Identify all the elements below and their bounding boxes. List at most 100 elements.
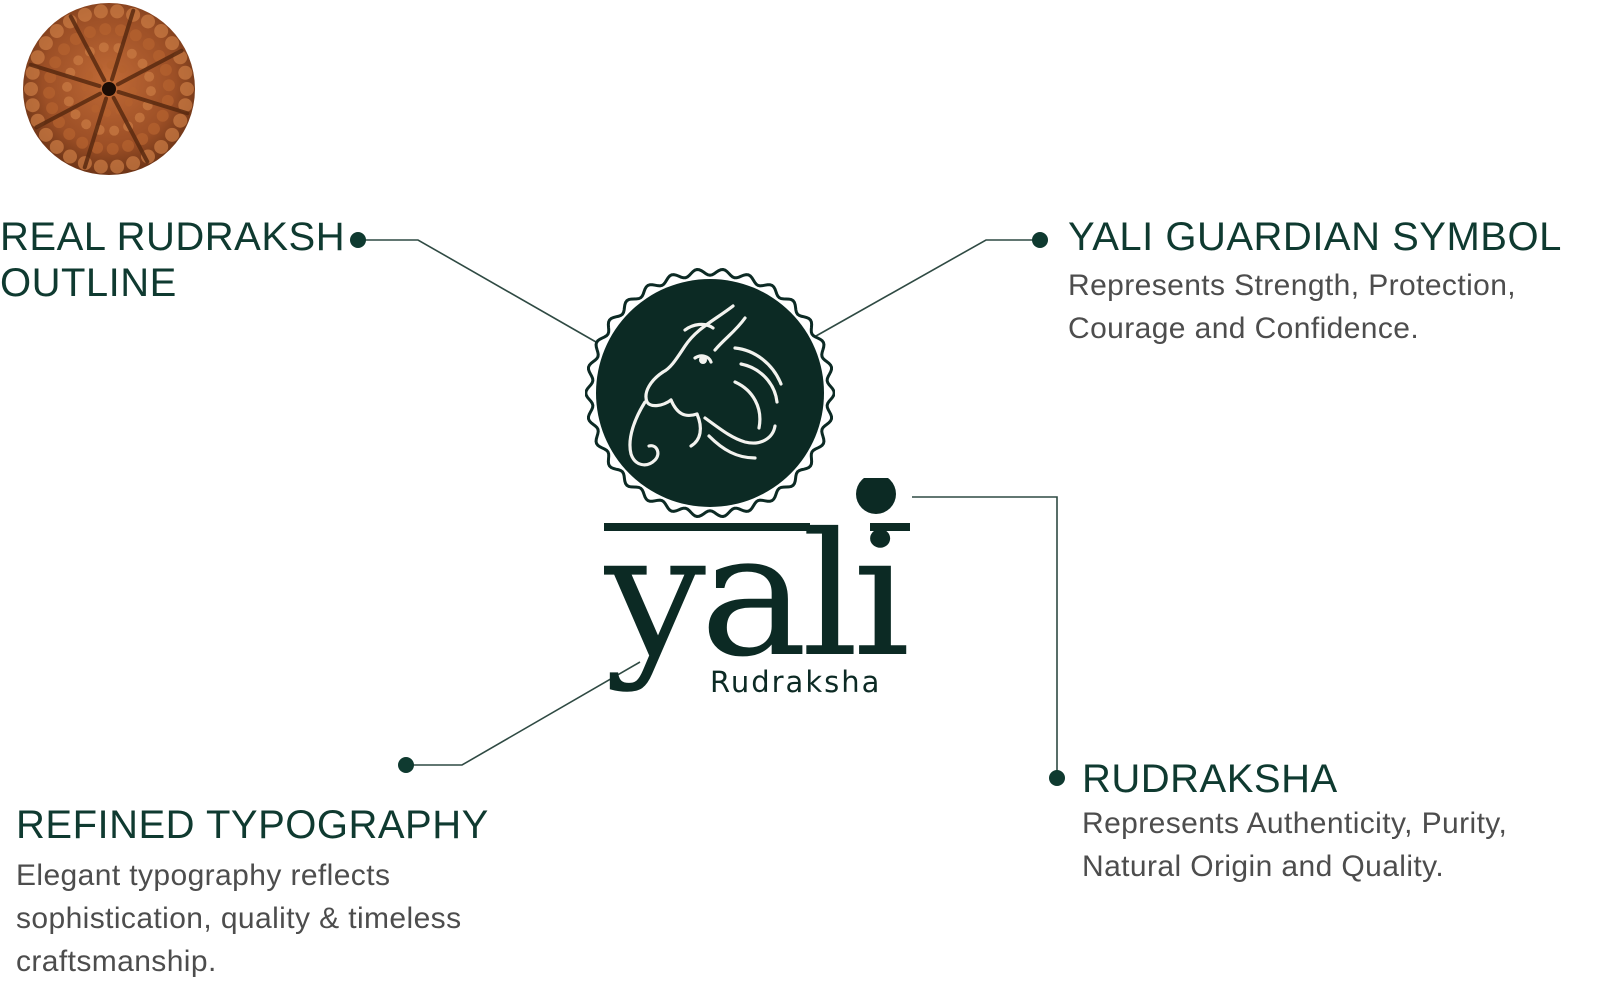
bead-bump [180, 82, 194, 96]
typography-desc-line3: craftsmanship. [16, 945, 217, 978]
bead-bump [58, 43, 71, 56]
bead-bump [83, 26, 96, 39]
bead-bump [154, 139, 169, 154]
yali-wordmark-logo: yali Rudraksha [604, 478, 913, 699]
bead-bump [85, 71, 94, 80]
typography-desc-line1: Elegant typography reflects [16, 859, 391, 892]
bead-bump [128, 86, 137, 95]
bead-bump [43, 86, 56, 99]
rudraksha-callout: RUDRAKSHA Represents Authenticity, Purit… [1082, 756, 1507, 888]
bead-bump [49, 24, 64, 39]
bead-bump [165, 127, 180, 142]
rudraksha-bead-icon [23, 3, 195, 175]
bead-bump [73, 55, 84, 66]
bead-bump [91, 141, 104, 154]
wordmark-top-bar [604, 523, 810, 531]
bead-bump [49, 56, 62, 69]
guardian-callout-title: YALI GUARDIAN SYMBOL [1068, 215, 1562, 259]
bead-bump [134, 112, 145, 123]
bead-bump [93, 4, 108, 19]
bead-bump [156, 109, 169, 122]
bead-groove [109, 8, 136, 82]
bead-bump [49, 139, 64, 154]
wordmark-i-dot [856, 478, 896, 514]
bead-bump [91, 104, 100, 113]
bead-bump [173, 113, 188, 128]
bead-bump [98, 42, 109, 53]
bead-bump [106, 142, 119, 155]
bead-bump [106, 61, 115, 70]
bead-bump [38, 127, 53, 142]
yali-guardian-emblem-icon [585, 268, 835, 518]
logo-subtitle: Rudraksha [710, 665, 881, 699]
bead-bump [93, 159, 108, 174]
bead-bump [46, 102, 59, 115]
bead-bump [76, 136, 89, 149]
wordmark-top-bar-right [870, 523, 910, 531]
typography-connector-dot [398, 757, 414, 773]
bead-bump [161, 94, 174, 107]
outline-title-line2: OUTLINE [0, 261, 177, 305]
bead-bump [126, 48, 137, 59]
bead-bump [129, 29, 142, 42]
bead-bump [178, 98, 193, 113]
rudraksha-connector-line [912, 496, 1058, 778]
bead-bump [137, 58, 148, 69]
bead-bump [118, 65, 127, 74]
guardian-callout: YALI GUARDIAN SYMBOL Represents Strength… [1068, 214, 1562, 350]
bead-groove [116, 89, 190, 116]
guardian-desc-line1: Represents Strength, Protection, [1068, 269, 1517, 302]
bead-groove [115, 48, 184, 87]
bead-bump [114, 24, 127, 37]
bead-bump [81, 83, 90, 92]
bead-bump [165, 36, 180, 51]
bead-bump [63, 96, 74, 107]
bead-bump [25, 98, 40, 113]
bead-bump [30, 50, 45, 65]
rudraksha-desc-line1: Represents Authenticity, Purity, [1082, 807, 1508, 840]
bead-groove [82, 96, 109, 170]
bead-bump [141, 14, 155, 29]
bead-bump [142, 38, 155, 51]
bead-bump [145, 86, 156, 97]
bead-bump [162, 79, 175, 92]
bead-bump [81, 119, 92, 130]
bead-bump [154, 24, 169, 39]
bead-groove [111, 95, 150, 164]
bead-bump [70, 109, 81, 120]
rudraksha-callout-title: RUDRAKSHA [1082, 757, 1338, 801]
bead-bump [62, 81, 73, 92]
bead-bump [124, 98, 133, 107]
bead-bump [178, 65, 193, 80]
outline-title-line1: REAL RUDRAKSH [0, 215, 346, 259]
rudraksha-connector-dot [1049, 770, 1065, 786]
bead-bump [159, 63, 172, 76]
rudraksha-desc-line2: Natural Origin and Quality. [1082, 850, 1445, 883]
typography-callout-title: REFINED TYPOGRAPHY [16, 803, 489, 847]
bead-bump [144, 71, 155, 82]
typography-callout: REFINED TYPOGRAPHY Elegant typography re… [16, 802, 489, 983]
typography-connector-line [406, 661, 641, 766]
bead-bump [122, 139, 135, 152]
bead-bump [126, 156, 141, 171]
guardian-desc-line2: Courage and Confidence. [1068, 312, 1420, 345]
bead-bump [25, 65, 40, 80]
outline-callout-title: REAL RUDRAKSH OUTLINE [0, 214, 345, 306]
bead-bump [99, 23, 112, 36]
bead-bump [63, 127, 76, 140]
bead-groove [68, 14, 107, 83]
bead-bump [109, 125, 120, 136]
logo-wordmark: yali [604, 497, 907, 695]
bead-bump [110, 159, 125, 174]
bead-bump [110, 4, 125, 19]
bead-bump [147, 122, 160, 135]
outline-connector-dot [350, 232, 366, 248]
guardian-connector-line [815, 239, 1040, 337]
bead-bump [77, 7, 92, 22]
bead-bump [44, 71, 57, 84]
guardian-connector-dot [1032, 232, 1048, 248]
typography-desc-line2: sophistication, quality & timeless [16, 902, 462, 935]
bead-bump [63, 149, 77, 164]
bead-bump [38, 36, 53, 51]
